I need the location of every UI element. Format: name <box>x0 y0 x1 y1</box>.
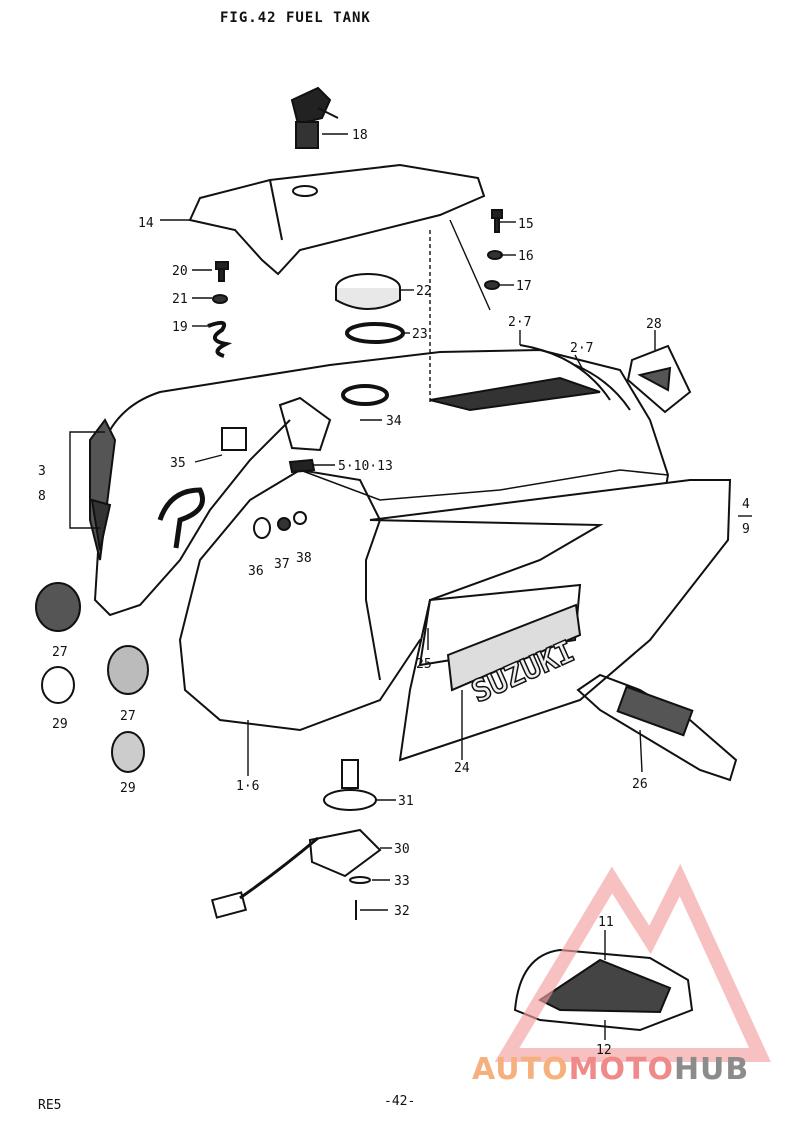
callout-27-b: 27 <box>120 709 136 724</box>
footer-model: RE5 <box>38 1098 62 1113</box>
callout-18: 18 <box>352 128 368 143</box>
callout-27-a: 27 <box>52 645 68 660</box>
watermark-logo: AUTOMOTOHUB <box>472 1052 749 1087</box>
part-bolts-left <box>207 261 233 358</box>
logo-auto: AUTO <box>472 1052 569 1087</box>
logo-moto: MOTO <box>568 1052 674 1087</box>
part-bracket <box>626 344 692 414</box>
callout-16: 16 <box>518 249 534 264</box>
callout-22: 22 <box>416 284 432 299</box>
callout-33: 33 <box>394 874 410 889</box>
callout-30: 30 <box>394 842 410 857</box>
callout-11: 11 <box>598 915 614 930</box>
callout-25: 25 <box>416 657 432 672</box>
part-gasket <box>345 322 405 344</box>
part-emblem <box>446 603 582 692</box>
watermark-triangle-icon <box>494 863 771 1062</box>
part-knee-pad <box>513 948 694 1032</box>
callout-24: 24 <box>454 761 470 776</box>
callout-34: 34 <box>386 414 402 429</box>
callout-38: 38 <box>296 551 312 566</box>
part-rubbers <box>35 582 149 773</box>
callout-1-6: 1·6 <box>236 779 259 794</box>
part-cap-lock <box>290 86 339 149</box>
callout-3: 3 <box>38 464 46 479</box>
leader-lines <box>69 133 752 1040</box>
logo-hub: HUB <box>673 1052 750 1087</box>
callout-20: 20 <box>172 264 188 279</box>
callout-4: 4 <box>742 497 750 512</box>
part-filler-cap <box>335 273 401 310</box>
part-tank-cover <box>188 163 486 276</box>
callout-35: 35 <box>170 456 186 471</box>
callout-29-b: 29 <box>120 781 136 796</box>
figure-title: FIG.42 FUEL TANK <box>220 10 371 26</box>
callout-28: 28 <box>646 317 662 332</box>
callout-9: 9 <box>742 522 750 537</box>
part-bolt-washers <box>253 511 307 539</box>
callout-5-10-13: 5·10·13 <box>338 459 393 474</box>
part-strap <box>576 673 738 782</box>
part-left-panels <box>89 418 117 561</box>
callout-8: 8 <box>38 489 46 504</box>
callout-23: 23 <box>412 327 428 342</box>
callout-2-7-a: 2·7 <box>508 315 531 330</box>
callout-36: 36 <box>248 564 264 579</box>
callout-19: 19 <box>172 320 188 335</box>
callout-26: 26 <box>632 777 648 792</box>
callout-29-a: 29 <box>52 717 68 732</box>
callout-2-7-b: 2·7 <box>570 341 593 356</box>
callout-37: 37 <box>274 557 290 572</box>
callout-17: 17 <box>516 279 532 294</box>
callout-14: 14 <box>138 216 154 231</box>
callout-12: 12 <box>596 1043 612 1058</box>
callout-31: 31 <box>398 794 414 809</box>
callout-15: 15 <box>518 217 534 232</box>
callout-21: 21 <box>172 292 188 307</box>
part-bolts-right <box>484 209 503 290</box>
callout-32: 32 <box>394 904 410 919</box>
footer-page-number: -42- <box>384 1094 416 1109</box>
